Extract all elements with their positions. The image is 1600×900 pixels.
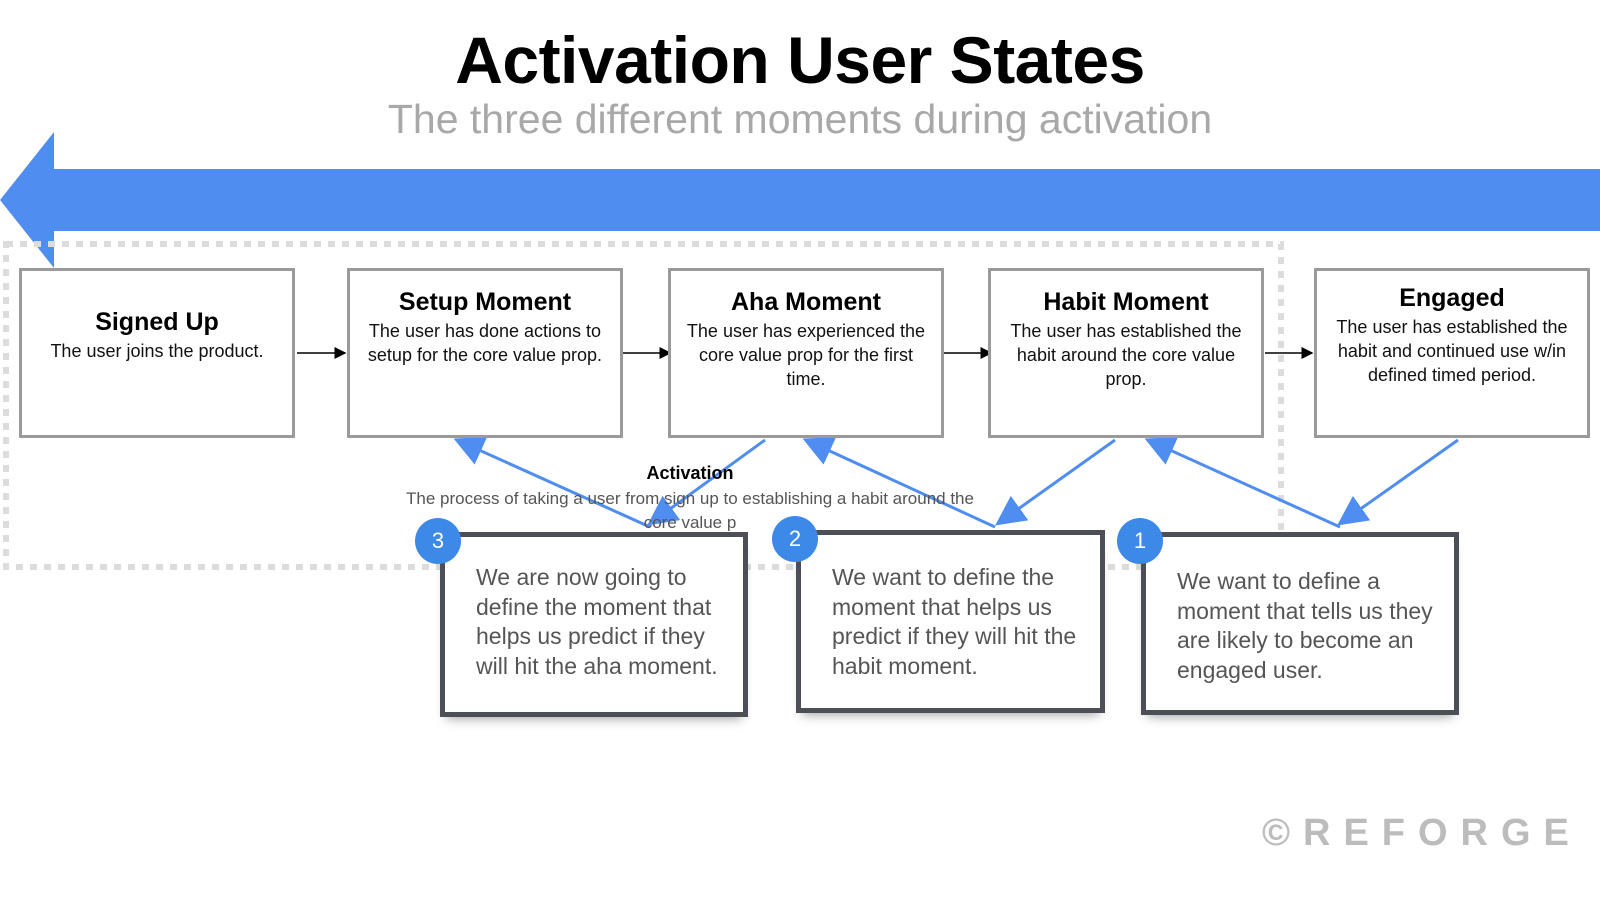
activation-description: The process of taking a user from sign u…: [406, 489, 974, 531]
blue-arrow-2b: [995, 438, 1116, 526]
state-title: Signed Up: [95, 308, 219, 336]
activation-label: Activation: [646, 463, 734, 483]
state-title: Setup Moment: [398, 288, 572, 316]
page-title: Activation User States: [455, 23, 1145, 97]
state-description: The user has established the habit and c…: [1336, 317, 1568, 385]
note-text: We are now going to define the moment th…: [476, 564, 718, 679]
note-engaged: We want to define a moment that tells us…: [1141, 532, 1459, 715]
blue-arrow-1b: [1337, 438, 1459, 526]
blue-arrow-1a: [1144, 437, 1341, 529]
state-title: Aha Moment: [731, 288, 881, 316]
blue-arrow-2a: [802, 437, 996, 529]
state-aha-moment: Aha Moment The user has experienced the …: [668, 268, 944, 438]
state-description: The user has experienced the core value …: [686, 321, 926, 389]
page-subtitle: The three different moments during activ…: [387, 96, 1213, 142]
state-title: Habit Moment: [1043, 288, 1209, 316]
note-text: We want to define a moment that tells us…: [1177, 568, 1433, 683]
step-badge-2: 2: [772, 516, 818, 562]
state-setup-moment: Setup Moment The user has done actions t…: [347, 268, 623, 438]
state-signed-up: Signed Up The user joins the product.: [19, 268, 295, 438]
state-description: The user has established the habit aroun…: [1010, 321, 1242, 389]
note-text: We want to define the moment that helps …: [832, 564, 1077, 679]
state-title: Engaged: [1399, 284, 1505, 312]
state-engaged: Engaged The user has established the hab…: [1314, 268, 1590, 438]
state-description: The user joins the product.: [50, 341, 264, 361]
brand-logo: ©REFORGE: [1262, 812, 1582, 854]
note-aha: We are now going to define the moment th…: [440, 532, 748, 717]
blue-arrow-3a: [453, 437, 651, 529]
timeline-arrow: [0, 132, 1600, 268]
note-habit: We want to define the moment that helps …: [796, 530, 1105, 713]
state-description: The user has done actions to setup for t…: [367, 321, 603, 365]
blue-arrow-3b: [647, 438, 766, 526]
state-habit-moment: Habit Moment The user has established th…: [988, 268, 1264, 438]
step-badge-1: 1: [1117, 518, 1163, 564]
step-badge-3: 3: [415, 518, 461, 564]
